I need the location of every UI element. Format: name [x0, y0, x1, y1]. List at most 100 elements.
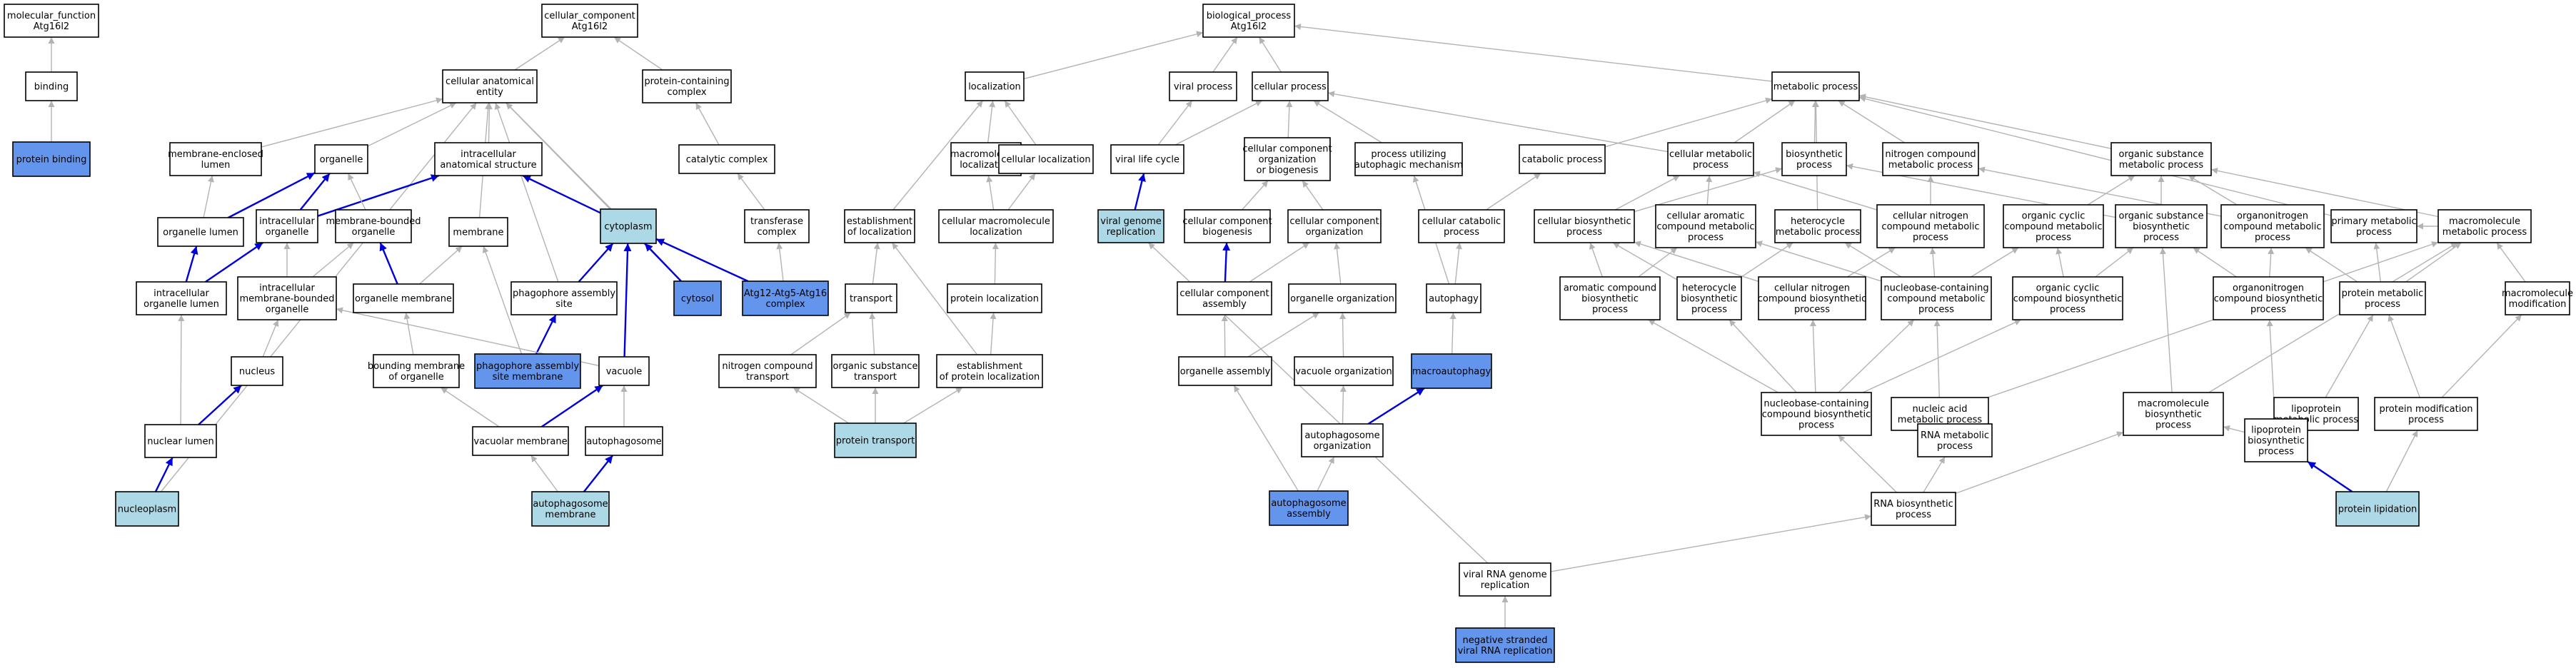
go-term-node-nucp[interactable]: nucleoplasm: [115, 491, 179, 527]
go-term-node-aps[interactable]: autophagosome: [585, 426, 663, 456]
go-term-node-catc[interactable]: catalytic complex: [678, 144, 775, 174]
go-term-box: [1771, 71, 1860, 101]
go-term-node-plip[interactable]: protein lipidation: [2335, 491, 2420, 527]
go-term-node-orgm[interactable]: organelle membrane: [353, 283, 454, 313]
go-term-box: [472, 426, 569, 456]
go-term-node-catp[interactable]: catabolic process: [1519, 144, 1606, 174]
go-term-node-loc[interactable]: localization: [965, 71, 1025, 101]
go-term-node-autoph[interactable]: autophagy: [1426, 283, 1481, 313]
go-term-node-ploc[interactable]: protein localization: [947, 283, 1042, 313]
edge-nbccmp-to-cncmp: [1929, 247, 1936, 278]
go-term-node-vp[interactable]: viral process: [1169, 71, 1237, 101]
go-term-node-cloc[interactable]: cellular localization: [998, 144, 1094, 174]
go-term-label: metabolic process: [1776, 227, 1861, 238]
go-term-label: viral genome: [1100, 216, 1161, 227]
go-term-node-trans[interactable]: transport: [845, 283, 897, 313]
go-term-node-orga[interactable]: organelle assembly: [1178, 356, 1272, 386]
go-term-node-mem[interactable]: membrane: [448, 217, 508, 247]
go-term-node-cyto[interactable]: cytoplasm: [600, 208, 657, 244]
go-term-node-nucleus[interactable]: nucleus: [231, 356, 283, 386]
go-term-node-nucl[interactable]: nuclear lumen: [144, 424, 217, 458]
go-term-node-vacm[interactable]: vacuolar membrane: [472, 426, 569, 456]
go-term-node-cp[interactable]: cellular process: [1252, 71, 1329, 101]
go-term-box: [157, 217, 244, 247]
go-term-node-macro[interactable]: macroautophagy: [1411, 353, 1492, 389]
go-term-node-binding[interactable]: binding: [25, 71, 78, 101]
go-term-node-mp[interactable]: metabolic process: [1771, 71, 1860, 101]
go-term-node-pt[interactable]: protein transport: [834, 422, 917, 458]
go-term-node-orgo[interactable]: organelle organization: [1288, 283, 1397, 313]
go-term-node-vaco[interactable]: vacuole organization: [1294, 356, 1394, 386]
go-term-node-vlc[interactable]: viral life cycle: [1110, 144, 1184, 174]
go-term-node-pbind[interactable]: protein binding: [12, 141, 91, 177]
go-term-node-vac[interactable]: vacuole: [598, 356, 650, 386]
go-term-label: RNA biosynthetic: [1873, 499, 1953, 510]
go-term-node-cytosol[interactable]: cytosol: [673, 280, 722, 316]
go-term-node-org[interactable]: organelle: [314, 144, 368, 174]
go-term-label: nucleic acid: [1912, 404, 1967, 415]
go-term-node-orgl[interactable]: organelle lumen: [157, 217, 244, 247]
go-term-box: [1178, 356, 1272, 386]
